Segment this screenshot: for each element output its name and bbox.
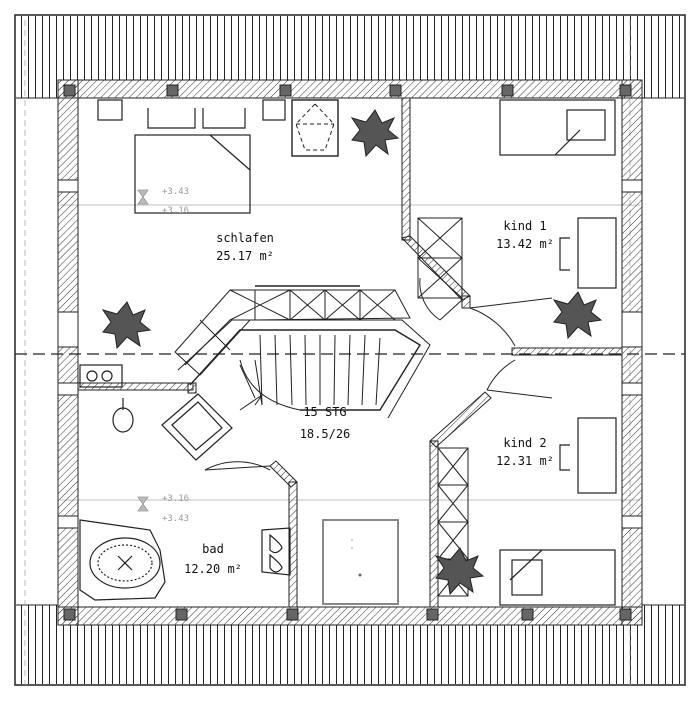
- room-area-bad: 12.20 m²: [184, 562, 242, 576]
- level-top-lower: +3.16: [162, 206, 189, 216]
- room-name-schlafen: schlafen: [216, 231, 274, 245]
- attic-hatch: [322, 519, 399, 605]
- level-bottom-lower: +3.43: [162, 514, 189, 524]
- interior-walls: [77, 97, 623, 608]
- drawing-frame: [14, 14, 686, 686]
- level-bottom-upper: +3.16: [162, 494, 189, 504]
- room-name-kind1: kind 1: [503, 219, 546, 233]
- room-area-kind1: 13.42 m²: [496, 237, 554, 251]
- level-top-upper: +3.43: [162, 187, 189, 197]
- room-name-kind2: kind 2: [503, 436, 546, 450]
- bathroom-fixtures: [79, 364, 291, 601]
- plants: [101, 109, 603, 596]
- stair: [174, 285, 431, 419]
- stair-steps: 15 STG: [303, 405, 346, 419]
- level-markers: [137, 189, 149, 512]
- side-windows: [57, 179, 643, 529]
- stair-ratio: 18.5/26: [300, 427, 351, 441]
- room-name-bad: bad: [202, 542, 224, 556]
- exterior-walls: [57, 79, 643, 626]
- furniture-beds: [97, 99, 617, 606]
- doors: [204, 277, 553, 471]
- room-area-kind2: 12.31 m²: [496, 454, 554, 468]
- room-area-schlafen: 25.17 m²: [216, 249, 274, 263]
